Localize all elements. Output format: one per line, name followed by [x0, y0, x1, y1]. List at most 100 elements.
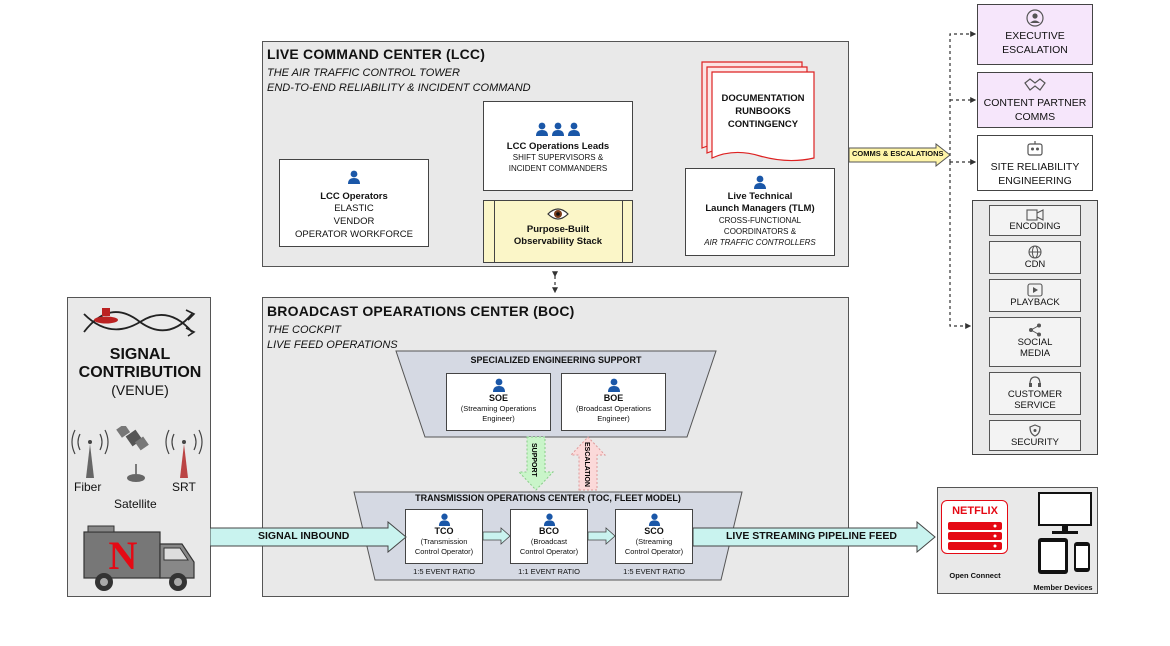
- member-devices-label: Member Devices: [1033, 583, 1093, 592]
- executive-label-1: EXECUTIVE: [1005, 30, 1065, 42]
- support-label: SUPPORT: [530, 443, 537, 478]
- lcc-leads-title: LCC Operations Leads: [506, 141, 610, 152]
- lcc-operators-line: OPERATOR WORKFORCE: [295, 229, 413, 240]
- ses-title: SPECIALIZED ENGINEERING SUPPORT: [470, 355, 642, 365]
- signal-inbound-arrow: [210, 521, 407, 553]
- handshake-icon: [1024, 78, 1046, 91]
- service-cdn[interactable]: CDN: [989, 241, 1081, 274]
- tco-ratio: 1:5 EVENT RATIO: [413, 567, 475, 576]
- soe-line: Engineer): [482, 414, 515, 423]
- soe-card[interactable]: SOE (Streaming Operations Engineer): [446, 373, 551, 431]
- documents-icon: [701, 61, 815, 162]
- service-security[interactable]: SECURITY: [989, 420, 1081, 451]
- escalation-label: ESCALATION: [583, 442, 590, 487]
- bco-ratio: 1:1 EVENT RATIO: [518, 567, 580, 576]
- sco-card[interactable]: SCO (Streaming Control Operator): [615, 509, 693, 564]
- content-partner-label-2: COMMS: [1014, 111, 1056, 123]
- encoding-icon: [1026, 209, 1044, 221]
- lcc-leads-line: INCIDENT COMMANDERS: [508, 164, 608, 173]
- contribution-methods-icons: [71, 426, 203, 482]
- soe-code: SOE: [488, 393, 508, 403]
- sre-label-1: SITE RELIABILITY: [990, 161, 1080, 173]
- bco-to-sco-arrow: [588, 527, 616, 545]
- service-label: SOCIAL: [1017, 337, 1053, 348]
- sco-line: Control Operator): [624, 547, 684, 556]
- pipeline-feed-label: LIVE STREAMING PIPELINE FEED: [726, 530, 897, 542]
- fiber-tower-icon: [71, 429, 109, 478]
- lcc-leads-line: SHIFT SUPERVISORS &: [512, 153, 604, 162]
- service-label: ENCODING: [1009, 221, 1061, 232]
- netflix-logo: NETFLIX: [952, 505, 998, 517]
- lcc-operations-leads-card[interactable]: LCC Operations Leads SHIFT SUPERVISORS &…: [483, 101, 633, 191]
- observability-stack-card[interactable]: Purpose-Built Observability Stack: [483, 200, 633, 263]
- bus-to-services-connector: [949, 162, 972, 329]
- comms-escalations-arrow: [848, 143, 951, 167]
- tco-to-bco-arrow: [483, 527, 511, 545]
- tlm-italic-line: AIR TRAFFIC CONTROLLERS: [704, 238, 816, 247]
- broadcast-truck-icon: [83, 525, 195, 591]
- site-reliability-engineering-card[interactable]: SITE RELIABILITY ENGINEERING: [977, 135, 1093, 191]
- lcc-operators-title: LCC Operators: [320, 191, 388, 202]
- boe-card[interactable]: BOE (Broadcast Operations Engineer): [561, 373, 666, 431]
- lcc-subtitle-2: END-TO-END RELIABILITY & INCIDENT COMMAN…: [267, 82, 531, 94]
- bco-line: (Broadcast: [530, 537, 568, 546]
- service-label: CDN: [1024, 259, 1046, 270]
- service-label: CUSTOMER: [1007, 389, 1063, 400]
- lcc-operators-line: ELASTIC: [334, 203, 374, 214]
- observability-line-2: Observability Stack: [513, 236, 603, 247]
- comms-escalations-label: COMMS & ESCALATIONS: [852, 149, 944, 158]
- signal-title-3: (VENUE): [111, 382, 169, 398]
- tco-card[interactable]: TCO (Transmission Control Operator): [405, 509, 483, 564]
- service-playback[interactable]: PLAYBACK: [989, 279, 1081, 312]
- boc-title: BROADCAST OPEARATIONS CENTER (BOC): [267, 303, 575, 319]
- boe-line: (Broadcast Operations: [575, 404, 652, 413]
- open-connect-label: Open Connect: [949, 571, 1001, 580]
- robot-icon: [1027, 141, 1043, 156]
- doc-line-documentation: DOCUMENTATION: [721, 93, 805, 104]
- lcc-operators-line: VENDOR: [333, 216, 375, 227]
- executive-label-2: ESCALATION: [1002, 44, 1068, 56]
- service-customer-service[interactable]: CUSTOMER SERVICE: [989, 372, 1081, 415]
- divider: [494, 201, 495, 262]
- documentation-stack: DOCUMENTATION RUNBOOKS CONTINGENCY: [698, 58, 818, 162]
- support-arrow-down: [517, 436, 555, 491]
- tlm-card[interactable]: Live Technical Launch Managers (TLM) CRO…: [685, 168, 835, 256]
- person-icon: [754, 175, 766, 189]
- documentation-text: DOCUMENTATION RUNBOOKS CONTINGENCY: [712, 92, 814, 131]
- eye-icon: [547, 208, 569, 220]
- lcc-panel: LIVE COMMAND CENTER (LCC) THE AIR TRAFFI…: [262, 41, 849, 267]
- service-label: PLAYBACK: [1010, 297, 1060, 308]
- signal-route-icon: [83, 308, 196, 337]
- lcc-operators-card[interactable]: LCC Operators ELASTIC VENDOR OPERATOR WO…: [279, 159, 429, 247]
- support-label-holder: SUPPORT: [530, 443, 537, 478]
- service-encoding[interactable]: ENCODING: [989, 205, 1081, 236]
- tlm-line: COORDINATORS &: [723, 227, 797, 236]
- sco-code: SCO: [644, 526, 664, 536]
- sre-label-2: ENGINEERING: [998, 175, 1072, 187]
- toc-title: TRANSMISSION OPERATIONS CENTER (TOC, FLE…: [415, 493, 681, 503]
- sco-ratio: 1:5 EVENT RATIO: [623, 567, 685, 576]
- person-icon: [438, 513, 450, 526]
- signal-title: SIGNAL CONTRIBUTION (VENUE): [68, 346, 212, 398]
- person-icon: [492, 378, 505, 392]
- play-icon: [1027, 283, 1043, 297]
- lcc-subtitle-1: THE AIR TRAFFIC CONTROL TOWER: [267, 67, 460, 79]
- lcc-title: LIVE COMMAND CENTER (LCC): [267, 46, 486, 62]
- executive-escalation-card[interactable]: EXECUTIVE ESCALATION: [977, 4, 1093, 65]
- signal-title-1: SIGNAL: [109, 346, 171, 363]
- truck-netflix-logo: N: [108, 533, 138, 578]
- bco-code: BCO: [539, 526, 559, 536]
- signal-inbound-label: SIGNAL INBOUND: [258, 530, 350, 542]
- bco-card[interactable]: BCO (Broadcast Control Operator): [510, 509, 588, 564]
- headset-icon: [1029, 376, 1041, 387]
- bus-to-executive-connector: [949, 31, 977, 162]
- person-icon: [543, 513, 555, 526]
- shield-icon: [1029, 424, 1041, 437]
- escalation-label-holder: ESCALATION: [583, 442, 590, 487]
- content-partner-comms-card[interactable]: CONTENT PARTNER COMMS: [977, 72, 1093, 128]
- server-rack-icon: [948, 522, 1002, 550]
- tlm-title-2: Launch Managers (TLM): [705, 203, 815, 214]
- boe-line: Engineer): [597, 414, 630, 423]
- observability-line-1: Purpose-Built: [526, 224, 590, 235]
- service-social-media[interactable]: SOCIAL MEDIA: [989, 317, 1081, 367]
